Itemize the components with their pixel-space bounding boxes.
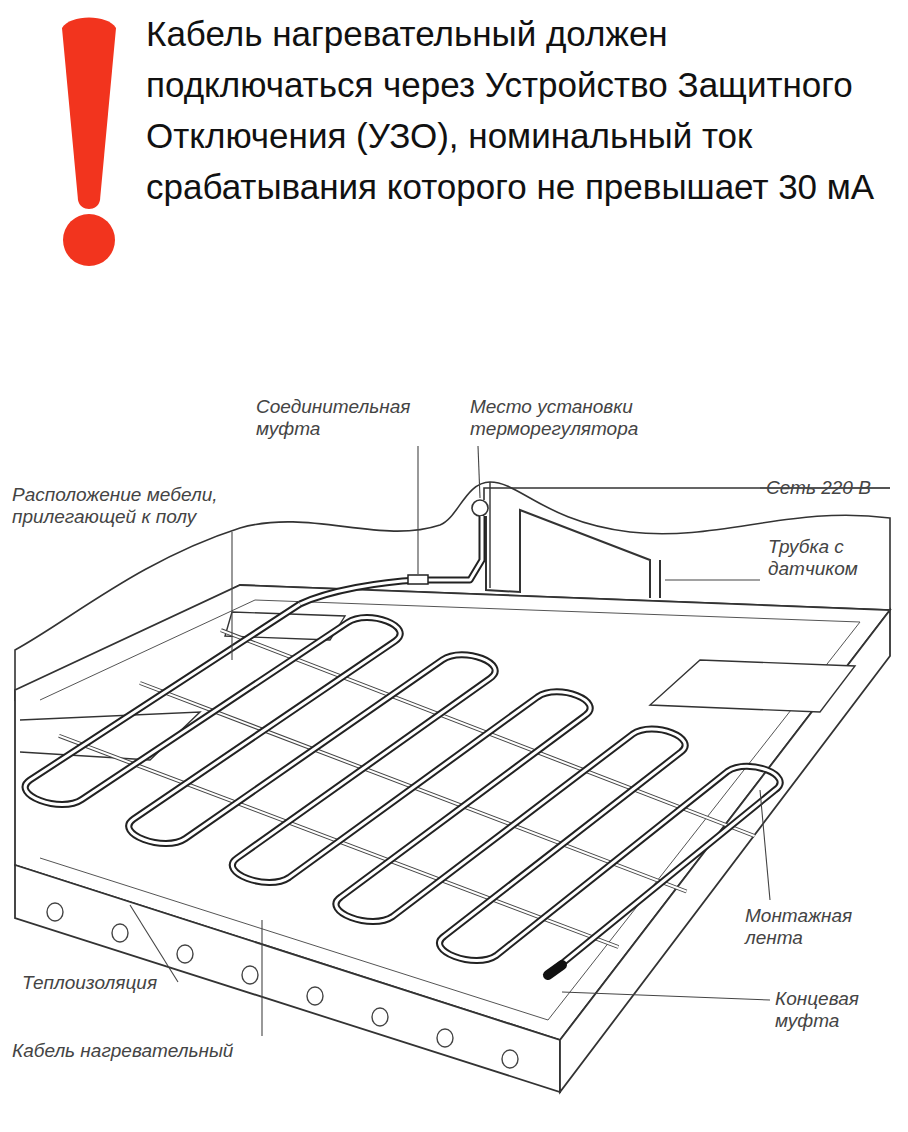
warning-dot [63,214,115,266]
part-label: Монтажная лента [745,905,895,949]
warning-mark [62,18,116,210]
furniture-area [650,660,855,712]
part-label: Место установки терморегулятора [470,396,700,440]
heating-cable [300,516,482,604]
part-label: Кабель нагревательный [12,1040,312,1062]
connecting-coupling [408,575,428,584]
insulation-side [560,610,890,1092]
part-label: Расположение мебели, прилегающей к полу [12,484,274,528]
part-label: Соединительная муфта [256,396,432,440]
sensor-tube [486,510,650,598]
end-coupling [548,965,562,975]
thermostat [472,500,488,516]
part-label: Сеть 220 В [766,477,896,499]
part-label: Трубка с датчиком [768,536,898,580]
warning-note: Кабель нагревательный должен подключатьс… [146,8,904,212]
part-label: Концевая муфта [775,988,895,1032]
part-label: Теплоизоляция [22,972,222,994]
